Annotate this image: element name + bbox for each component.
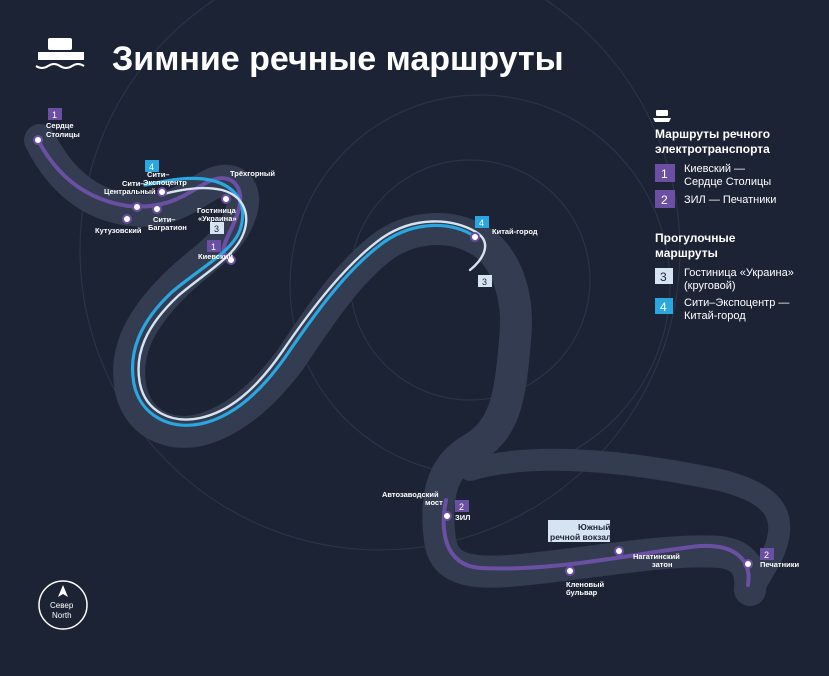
label-serdtse-1: Сердце [46, 121, 74, 130]
badge-route-4-kitay [475, 216, 489, 228]
legend-electric-heading-1: Маршруты речного [655, 127, 770, 141]
legend-walk-heading-2: маршруты [655, 246, 718, 260]
electric-boat-icon [653, 110, 671, 122]
badge-route-3-ukraina-number: 3 [214, 224, 219, 234]
label-nagatinsky-2: затон [652, 560, 673, 569]
label-nagatinsky-1: Нагатинский [633, 552, 680, 561]
legend-walk-4-badge [655, 298, 673, 314]
badge-route-1-top-number: 1 [52, 110, 57, 120]
label-trekhgorny: Трёхгорный [230, 169, 275, 178]
label-avtozavodsky-1: Автозаводский [382, 490, 439, 499]
label-tsentralny-2: Центральный [104, 187, 156, 196]
label-expocentr-1: Сити– [147, 170, 169, 179]
map-route-badges: 1 4 3 1 4 3 2 2 [48, 108, 774, 560]
route-1-line [36, 138, 243, 262]
label-ukraina-1: Гостиница [197, 206, 237, 215]
yuzhny-highlight [548, 520, 610, 542]
label-kitay-gorod: Китай-город [492, 227, 538, 236]
boat-icon [35, 38, 85, 69]
river [24, 124, 767, 606]
badge-route-3-kitay-number: 3 [482, 277, 487, 287]
badge-route-1-kievsky-number: 1 [211, 242, 216, 252]
label-expocentr-2: Экспоцентр [143, 178, 187, 187]
legend-electric-heading-2: электротранспорта [655, 142, 770, 156]
label-bagration-1: Сити– [153, 215, 175, 224]
label-zil: ЗИЛ [455, 513, 470, 522]
badge-route-2-zil [455, 500, 469, 512]
badge-route-1-kievsky [207, 240, 221, 252]
badge-route-4-city-number: 4 [149, 162, 154, 172]
legend-route-1-number: 1 [661, 167, 668, 181]
label-serdtse-2: Столицы [46, 130, 80, 139]
route-3-line [137, 186, 487, 421]
title-block: Зимние речные маршруты [35, 38, 564, 78]
label-klenovy-2: бульвар [566, 588, 598, 597]
legend-route-2-line1: ЗИЛ — Печатники [684, 194, 776, 206]
route-2-line [441, 498, 751, 587]
legend-walk-heading-1: Прогулочные [655, 231, 736, 245]
badge-route-3-kitay [478, 275, 492, 287]
legend-walk-3-line2: (круговой) [684, 280, 736, 292]
badge-route-2-zil-number: 2 [459, 502, 464, 512]
harbour-basin [459, 448, 791, 601]
label-yuzhny-1: Южный [578, 522, 611, 532]
legend-route-2-number: 2 [661, 193, 668, 207]
legend-walk-3-badge [655, 268, 673, 284]
badge-route-2-pechatniki-number: 2 [764, 550, 769, 560]
badge-route-4-kitay-number: 4 [479, 218, 484, 228]
station-labels: Сердце Столицы Сити– Центральный Сити– Э… [46, 121, 799, 597]
badge-route-3-ukraina [210, 222, 224, 234]
label-kievsky: Киевский [198, 252, 233, 261]
label-pechatniki: Печатники [760, 560, 799, 569]
legend-walk-4-number: 4 [660, 300, 667, 314]
legend-walk-4-line2: Китай-город [684, 310, 746, 322]
label-avtozavodsky-2: мост [425, 498, 443, 507]
station-markers [33, 135, 753, 576]
legend-walk-3-number: 3 [660, 270, 667, 284]
badge-route-1-top [48, 108, 62, 120]
legend-route-1-line1: Киевский — [684, 163, 745, 175]
compass-icon: Север North [38, 580, 88, 630]
label-kutuzovsky: Кутузовский [95, 226, 142, 235]
badge-route-2-pechatniki [760, 548, 774, 560]
label-ukraina-2: «Украина» [198, 214, 237, 223]
compass-label-2: North [52, 611, 72, 620]
legend-walk-4-line1: Сити–Экспоцентр — [684, 297, 789, 309]
label-bagration-2: Багратион [148, 223, 187, 232]
label-tsentralny-1: Сити– [122, 179, 144, 188]
legend-walk-3-line1: Гостиница «Украина» [684, 267, 794, 279]
legend-route-2-badge [655, 190, 675, 208]
legend-route-1-badge [655, 164, 675, 182]
label-klenovy-1: Кленовый [566, 580, 605, 589]
page-title: Зимние речные маршруты [112, 40, 564, 78]
legend-route-1-line2: Сердце Столицы [684, 176, 771, 188]
legend: Маршруты речного электротранспорта 1 Кие… [653, 110, 794, 322]
badge-route-4-city [145, 160, 159, 172]
compass-label-1: Север [50, 601, 74, 610]
label-yuzhny-2: речной вокзал [550, 532, 611, 542]
